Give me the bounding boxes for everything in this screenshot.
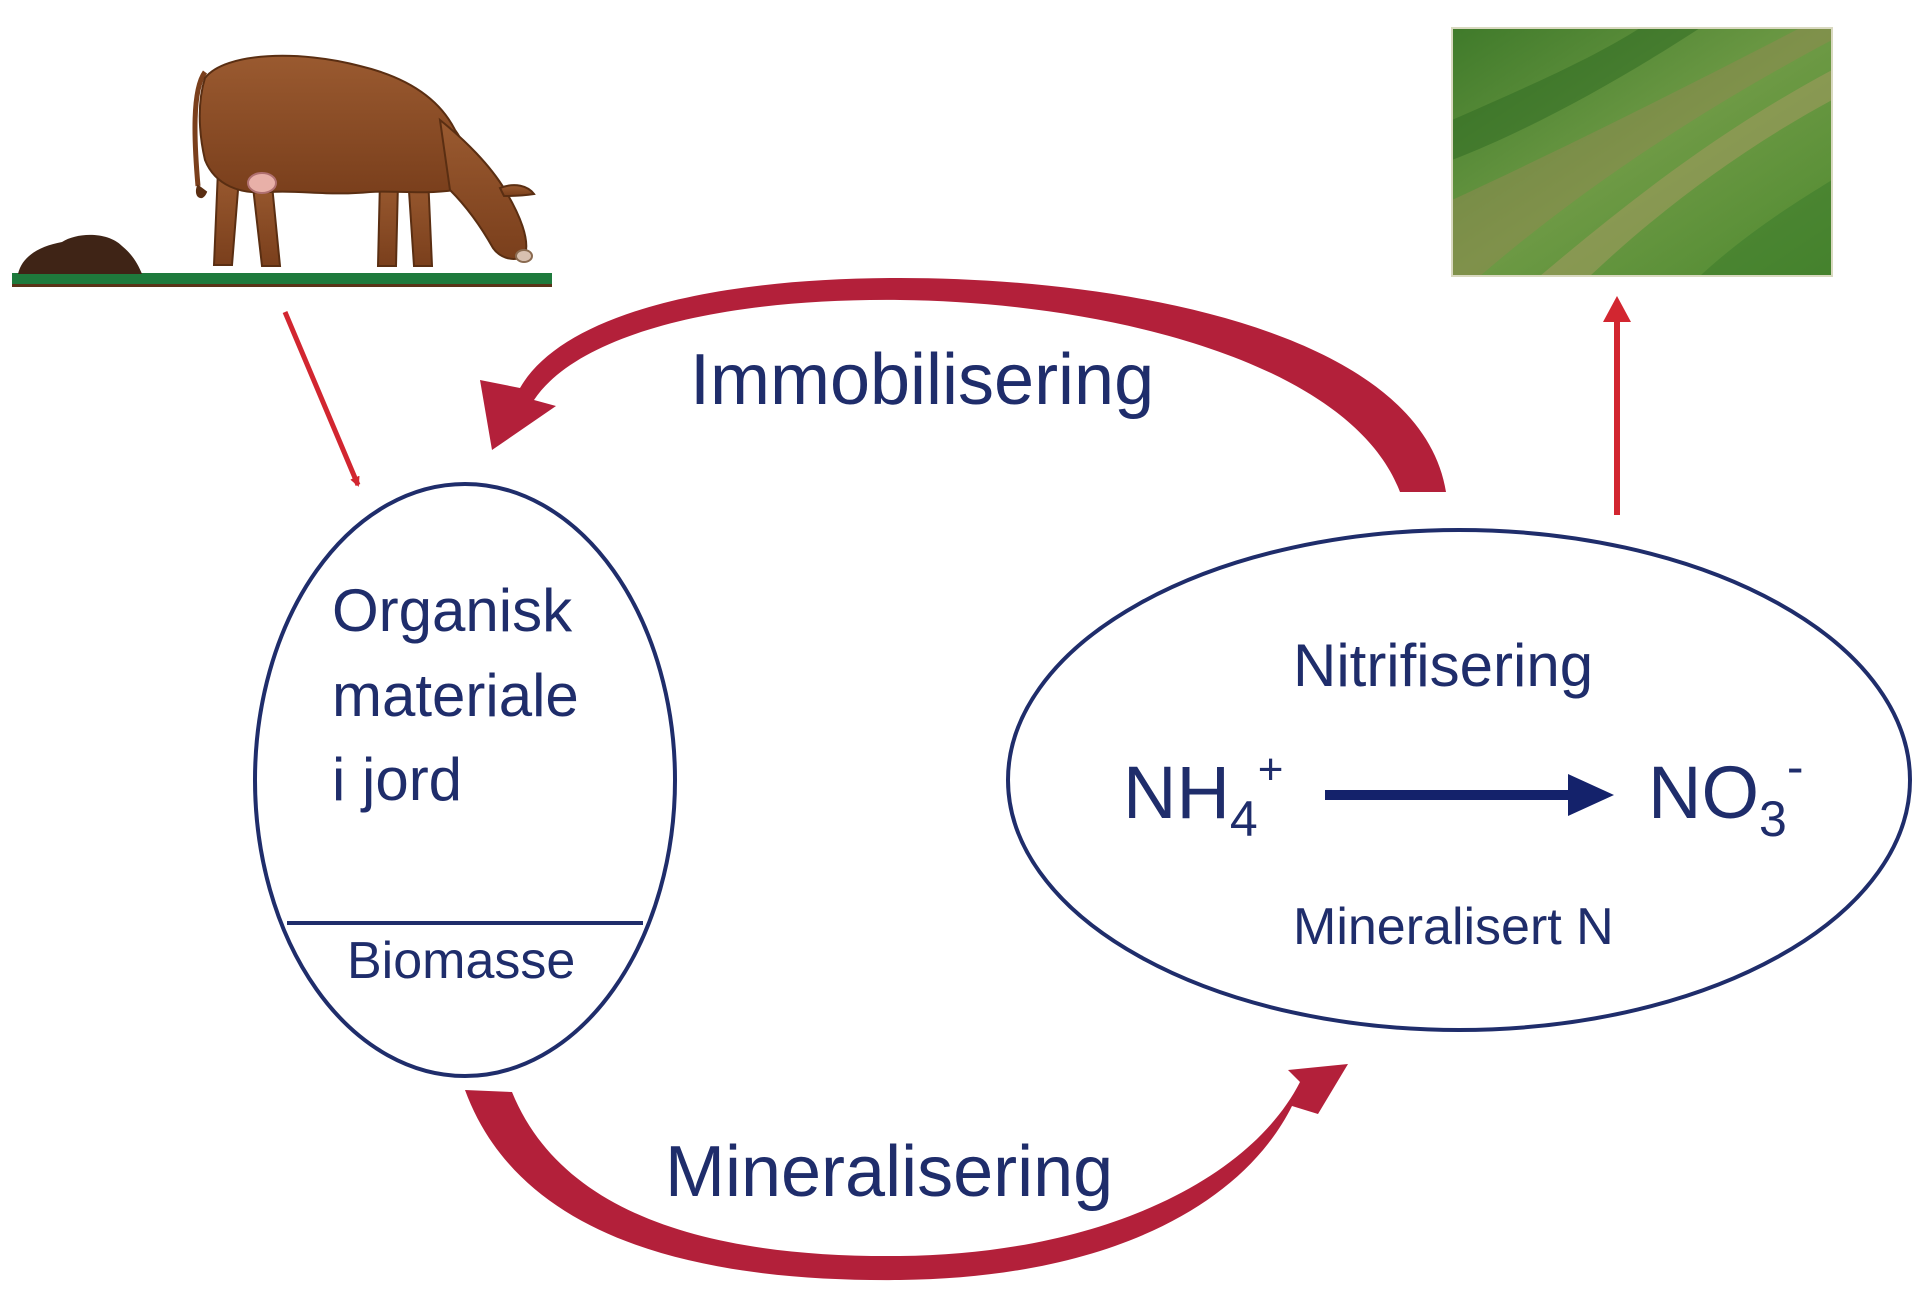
immobilization-arrow xyxy=(480,278,1446,492)
pasture-shadow xyxy=(12,284,552,287)
mineralized-n-label: Mineralisert N xyxy=(1293,898,1614,956)
ammonium-formula: NH4+ xyxy=(1123,745,1283,847)
manure-to-soil-arrow xyxy=(282,311,361,487)
organic-matter-node xyxy=(253,482,677,1078)
organic-matter-label-line2: materiale xyxy=(332,662,579,729)
cow-icon xyxy=(192,54,536,267)
organic-matter-label-line1: Organisk xyxy=(332,577,573,644)
field-photo xyxy=(1451,27,1833,277)
nitrification-reaction-arrowhead xyxy=(1568,774,1614,816)
immobilization-label: Immobilisering xyxy=(690,340,1154,420)
nitrate-superscript: - xyxy=(1787,739,1804,795)
biomass-label: Biomasse xyxy=(347,932,575,990)
ammonium-superscript: + xyxy=(1258,745,1284,794)
nitrate-subscript: 3 xyxy=(1759,791,1787,847)
nitrate-base: NO xyxy=(1648,751,1759,834)
nitrate-formula: NO3- xyxy=(1648,739,1803,847)
mineralization-arrow xyxy=(465,1064,1348,1281)
mineralization-label: Mineralisering xyxy=(665,1132,1113,1212)
nitrification-label: Nitrifisering xyxy=(1293,632,1593,699)
organic-matter-label-line3: i jord xyxy=(332,746,462,813)
ammonium-subscript: 4 xyxy=(1230,791,1258,847)
cow-illustration xyxy=(12,54,552,287)
ammonium-base: NH xyxy=(1123,751,1230,834)
manure-pile xyxy=(18,234,142,274)
mineral-n-node xyxy=(1006,528,1912,1032)
pasture-strip xyxy=(12,273,552,286)
uptake-arrowhead xyxy=(1603,296,1631,322)
